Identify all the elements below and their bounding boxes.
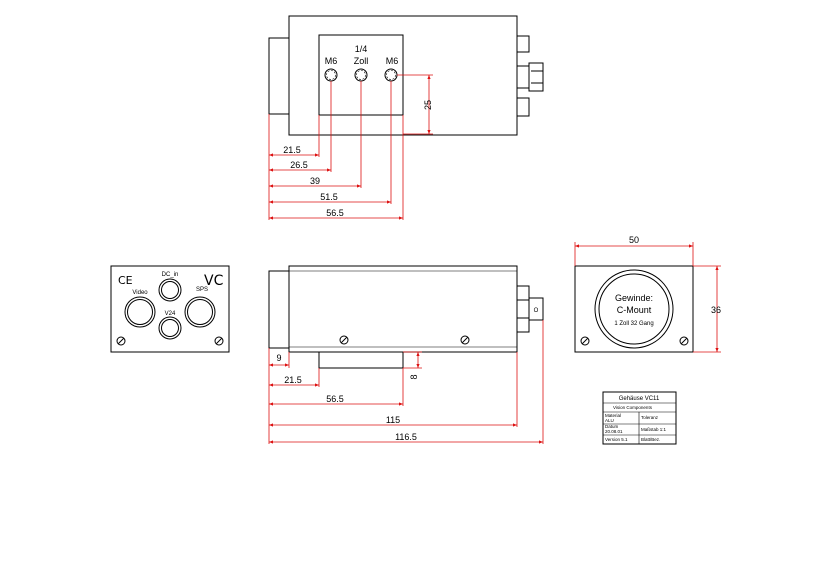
lens-mount [268,37,290,115]
dim-25: 25 [423,100,433,110]
thread-type: C-Mount [617,305,652,315]
thread-hole-right [384,68,398,82]
dim-116-5: 116.5 [395,432,417,442]
hole-label-fraction: 1/4 [355,44,368,54]
side-lens-mount [268,270,290,349]
title-block-date-label: Datum [605,424,619,429]
front-screw-right [679,336,689,346]
thread-spec: 1 Zoll 32 Gang [614,321,653,327]
title-block-sheet: Blatt/Bez. [641,437,660,442]
thread-hole-center [354,68,368,82]
hole-label-zoll: Zoll [354,56,369,66]
dim-21-5: 21.5 [283,145,301,155]
ce-mark: CE [118,274,133,287]
front-view-dimensions [574,242,721,353]
thread-label: Gewinde: [615,293,653,303]
thread-hole-left [324,68,338,82]
title-block-company: Vision Components [613,405,653,410]
dim-51-5: 51.5 [320,192,338,202]
title-block-material-label: Material [605,413,621,418]
title-block-tolerance: Toleranz [641,415,659,420]
hole-label-m6-right: M6 [386,56,399,66]
title-block-title: Gehäuse VC11 [619,396,660,402]
label-sps: SPS [196,287,208,293]
side-housing [288,265,518,353]
panel-screw-right [214,336,224,346]
connector-v24 [158,316,182,340]
front-housing [574,265,694,353]
dim-side-56-5: 56.5 [326,394,344,404]
top-view: M6 1/4 Zoll M6 21.5 26.5 39 51.5 56.5 25 [268,15,544,220]
dim-56-5: 56.5 [326,208,344,218]
side-view: O 9 21.5 8 56.5 115 116.5 [268,265,544,444]
dim-9: 9 [276,353,281,363]
c-mount-inner-ring [598,273,670,345]
label-v24: V24 [165,311,176,317]
dim-39: 39 [310,176,320,186]
title-block-date-value: 20.08.01 [605,429,623,434]
side-connector-mark: O [534,308,539,314]
hole-label-m6-left: M6 [325,56,338,66]
connector-dc-in [158,278,182,302]
connector-sps [184,296,216,328]
c-mount-outer-ring [594,269,674,349]
side-view-dimensions [268,320,544,444]
label-video: Video [132,290,148,296]
panel-screw-left [116,336,126,346]
title-block-scale: Maßstab 1:1 [641,427,667,432]
dim-50: 50 [629,235,639,245]
vc-logo: VC [204,273,224,289]
dim-26-5: 26.5 [290,160,308,170]
connector-video [124,296,156,328]
label-dc-in: DC_in [162,272,179,278]
connector-panel [110,265,230,353]
title-block-material-value: ALU [605,418,614,423]
dim-8: 8 [409,374,419,379]
title-block-frame [602,391,677,445]
side-screw-left [339,335,349,345]
dim-side-21-5: 21.5 [284,375,302,385]
side-mounting-plate [318,351,404,369]
connector-view: CE VC DC_in Video SPS V24 [110,265,230,353]
title-block: Gehäuse VC11 Vision Components Material … [602,391,677,445]
front-screw-left [580,336,590,346]
rear-connectors [516,35,544,117]
title-block-version: Version 5.1 [605,437,628,442]
side-connector [516,285,544,333]
side-screw-right [460,335,470,345]
top-view-dimensions [268,74,433,220]
front-view: Gewinde: C-Mount 1 Zoll 32 Gang 50 36 [574,235,721,353]
dim-115: 115 [386,415,400,425]
dim-36: 36 [711,305,721,315]
